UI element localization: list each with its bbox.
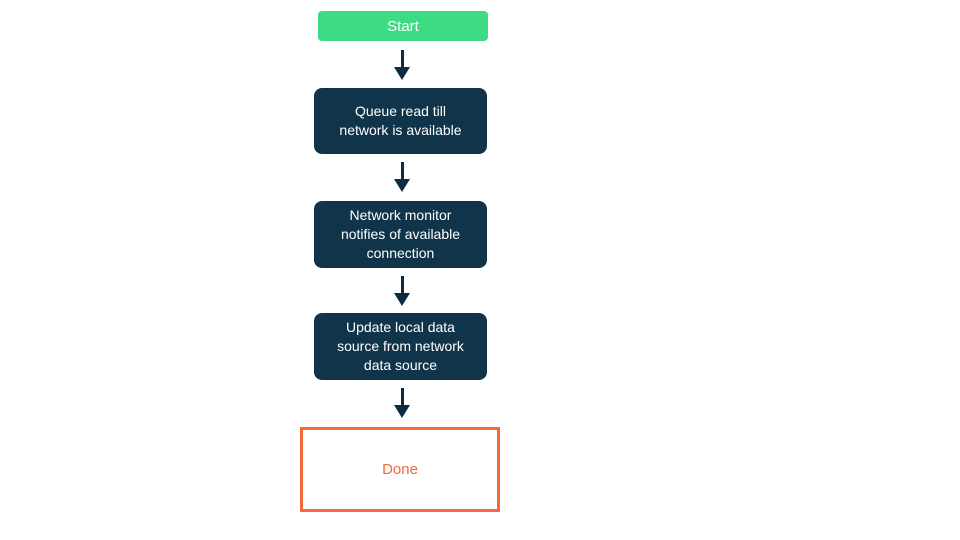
flow-node-network-monitor-label: Network monitor notifies of available co… [340, 207, 461, 261]
arrow-down-icon [394, 276, 410, 306]
flow-node-update-local-data-label: Update local data source from network da… [337, 319, 464, 373]
flow-node-update-local-data: Update local data source from network da… [314, 313, 487, 380]
flow-node-start: Start [318, 11, 488, 41]
arrow-down-icon [394, 388, 410, 418]
arrow-head [394, 179, 410, 192]
flow-node-done: Done [300, 427, 500, 512]
arrow-stem [400, 50, 404, 67]
flow-node-done-label: Done [382, 461, 418, 478]
arrow-head [394, 293, 410, 306]
arrow-down-icon [394, 162, 410, 192]
arrow-stem [400, 162, 404, 179]
flow-node-queue-read-label: Queue read till network is available [339, 103, 462, 138]
arrow-head [394, 405, 410, 418]
flow-node-network-monitor: Network monitor notifies of available co… [314, 201, 487, 268]
arrow-head [394, 67, 410, 80]
flow-node-start-label: Start [387, 17, 419, 35]
arrow-down-icon [394, 50, 410, 80]
flow-node-queue-read: Queue read till network is available [314, 88, 487, 154]
arrow-stem [400, 388, 404, 405]
arrow-stem [400, 276, 404, 293]
